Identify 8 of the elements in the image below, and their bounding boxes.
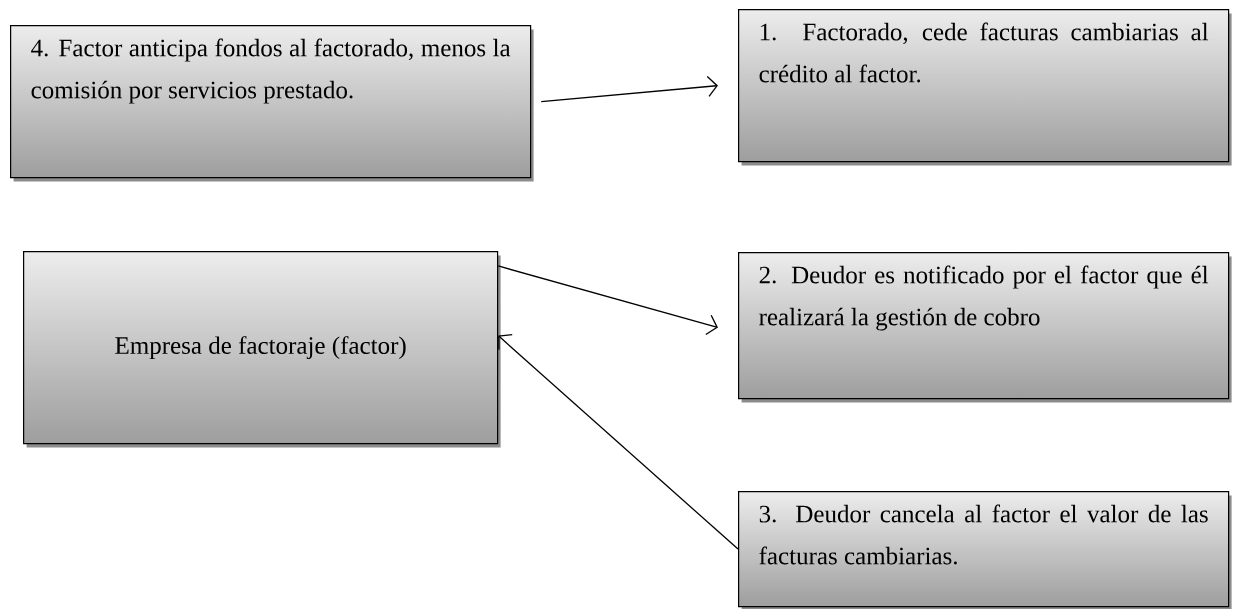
text-box: 3. Deudor cancela al factor el valor de las facturas cambiarias.	[738, 491, 1232, 609]
text-box: 2. Deudor es notificado por el factor que él realizará la gestión de cobro	[738, 252, 1232, 403]
arrow	[540, 75, 718, 103]
text-box: 4. Factor anticipa fondos al factorado, menos la comisión por servicios prestado.	[10, 25, 534, 182]
arrow	[497, 265, 718, 336]
arrow	[498, 334, 739, 550]
text-box: Empresa de factoraje (factor)	[23, 251, 501, 448]
text-box: 1. Factorado, cede facturas cambiarias al crédito al factor.	[738, 9, 1232, 166]
